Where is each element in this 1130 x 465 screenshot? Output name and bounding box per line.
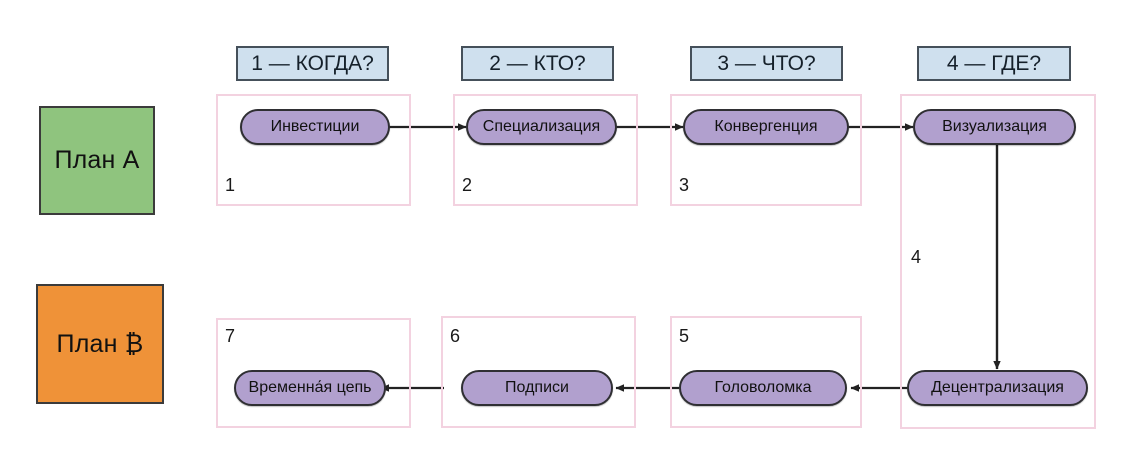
group-frame-step-2 (453, 94, 638, 206)
node-puzzle-label: Головоломка (714, 379, 812, 396)
group-frame-step-3 (670, 94, 862, 206)
column-header-1-label: 1 — КОГДА? (251, 51, 374, 75)
group-frame-step-7 (216, 318, 411, 428)
plan-a-label: План А (54, 146, 140, 174)
node-investments-label: Инвестиции (270, 118, 360, 135)
step-number-1: 1 (225, 175, 236, 195)
column-header-4-label: 4 — ГДЕ? (946, 51, 1042, 75)
plan-b-label: План ₿ (56, 329, 144, 358)
node-investments[interactable]: Инвестиции (240, 109, 390, 145)
node-signatures[interactable]: Подписи (461, 370, 613, 406)
node-timechain-label: Временна́я цепь (248, 379, 372, 396)
step-number-5: 5 (679, 326, 690, 346)
step-number-7: 7 (225, 326, 236, 346)
node-specialization[interactable]: Специализация (466, 109, 617, 145)
group-frame-step-5 (670, 316, 862, 428)
step-number-4: 4 (911, 247, 922, 267)
node-specialization-label: Специализация (482, 118, 601, 135)
plan-a-square[interactable]: План А (39, 106, 155, 215)
column-header-2-label: 2 — КТО? (489, 51, 586, 75)
node-visualization[interactable]: Визуализация (913, 109, 1076, 145)
step-number-2: 2 (462, 175, 473, 195)
node-convergence-label: Конвергенция (714, 118, 818, 135)
node-convergence[interactable]: Конвергенция (683, 109, 849, 145)
node-puzzle[interactable]: Головоломка (679, 370, 847, 406)
node-signatures-label: Подписи (505, 379, 569, 396)
column-header-3-label: 3 — ЧТО? (717, 51, 816, 75)
plan-b-square[interactable]: План ₿ (36, 284, 164, 404)
node-visualization-label: Визуализация (942, 118, 1047, 135)
step-number-6: 6 (450, 326, 461, 346)
column-header-1[interactable]: 1 — КОГДА? (236, 46, 389, 81)
node-decentralization[interactable]: Децентрализация (907, 370, 1088, 406)
step-number-3: 3 (679, 175, 690, 195)
group-frame-step-6 (441, 316, 636, 428)
node-decentralization-label: Децентрализация (931, 379, 1064, 396)
node-timechain[interactable]: Временна́я цепь (234, 370, 386, 406)
column-header-4[interactable]: 4 — ГДЕ? (917, 46, 1071, 81)
column-header-3[interactable]: 3 — ЧТО? (690, 46, 843, 81)
column-header-2[interactable]: 2 — КТО? (461, 46, 614, 81)
group-frame-step-1 (216, 94, 411, 206)
group-frame-step-4 (900, 94, 1096, 429)
